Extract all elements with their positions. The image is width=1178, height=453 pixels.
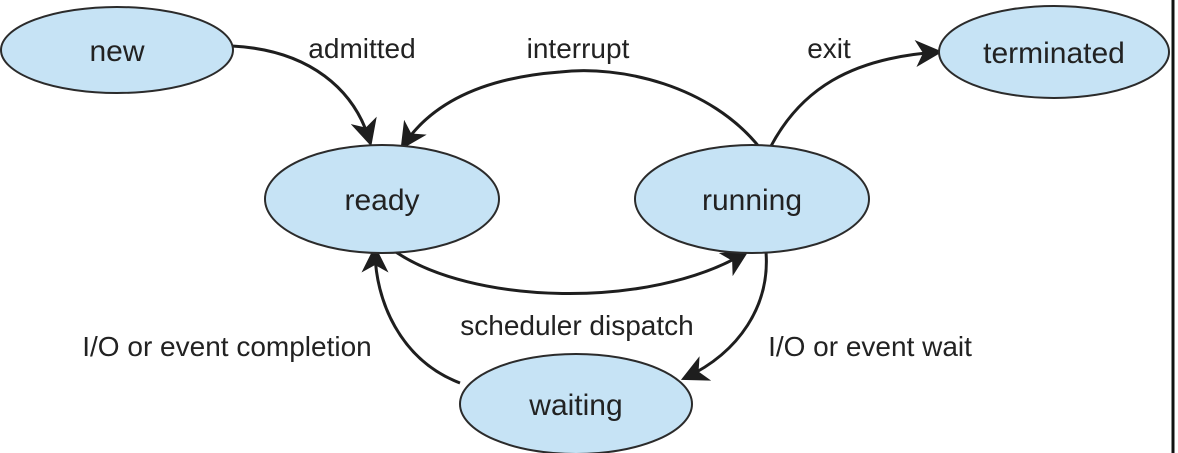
state-new-label: new (89, 35, 144, 68)
state-ready-label: ready (344, 184, 419, 217)
label-admitted: admitted (308, 33, 415, 64)
state-terminated: terminated (938, 5, 1170, 99)
label-io-event-wait: I/O or event wait (768, 331, 972, 362)
label-scheduler-dispatch: scheduler dispatch (460, 310, 693, 341)
edge-interrupt (400, 69, 762, 150)
state-new: new (0, 6, 234, 94)
state-running-label: running (702, 184, 802, 217)
label-interrupt: interrupt (527, 33, 630, 64)
state-waiting-label: waiting (528, 389, 622, 422)
edge-io-event-completion (361, 245, 461, 385)
label-io-event-completion: I/O or event completion (82, 331, 371, 362)
edge-admitted (231, 44, 377, 147)
state-terminated-label: terminated (983, 37, 1125, 70)
edge-scheduler-dispatch (392, 248, 749, 295)
edge-exit (768, 40, 943, 149)
edge-io-event-wait (680, 251, 768, 381)
state-waiting: waiting (459, 353, 693, 453)
label-exit: exit (807, 33, 851, 64)
state-running: running (634, 144, 870, 254)
state-ready: ready (264, 144, 500, 254)
